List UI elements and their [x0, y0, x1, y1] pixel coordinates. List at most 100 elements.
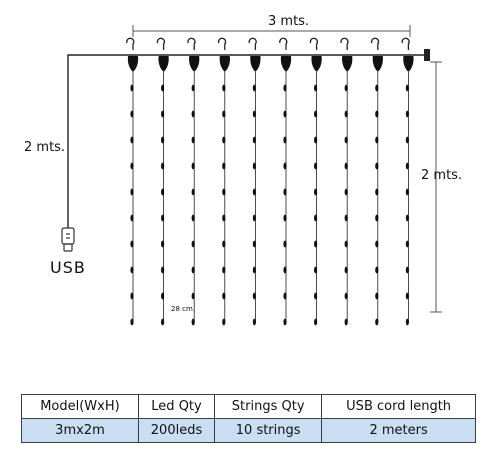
led-bulb	[222, 110, 226, 118]
clip-icon	[219, 56, 230, 72]
led-bulb	[222, 162, 226, 170]
led-bulb	[283, 110, 287, 118]
led-bulb	[130, 110, 134, 118]
led-bulb	[344, 266, 348, 274]
led-bulb	[283, 84, 287, 92]
led-bulb	[130, 84, 134, 92]
led-bulb	[344, 110, 348, 118]
led-bulb	[283, 240, 287, 248]
clip-icon	[189, 56, 200, 72]
hook-icon	[217, 37, 227, 50]
led-bulb	[252, 136, 256, 144]
light-strings	[126, 37, 414, 326]
led-bulb	[130, 188, 134, 196]
led-bulb	[191, 292, 195, 300]
value-model: 3mx2m	[21, 418, 139, 443]
led-bulb	[283, 318, 287, 326]
led-bulb	[191, 162, 195, 170]
led-bulb	[191, 266, 195, 274]
led-bulb	[375, 266, 379, 274]
led-bulb	[191, 240, 195, 248]
spacing-label: 28 cm.	[171, 305, 196, 313]
hook-icon	[401, 37, 410, 50]
light-string	[309, 37, 322, 326]
led-bulb	[222, 136, 226, 144]
led-bulb	[344, 214, 348, 222]
light-string	[187, 37, 200, 326]
led-bulb	[375, 84, 379, 92]
hook-icon	[156, 37, 165, 50]
led-bulb	[161, 188, 165, 196]
led-bulb	[252, 110, 256, 118]
led-bulb	[161, 136, 165, 144]
led-bulb	[252, 240, 256, 248]
value-strings-qty: 10 strings	[214, 418, 323, 443]
led-bulb	[314, 292, 318, 300]
led-bulb	[314, 162, 318, 170]
led-bulb	[130, 240, 134, 248]
led-bulb	[283, 136, 287, 144]
led-bulb	[375, 240, 379, 248]
header-model: Model(WxH)	[21, 394, 139, 419]
led-bulb	[344, 84, 348, 92]
led-bulb	[130, 162, 134, 170]
led-bulb	[283, 266, 287, 274]
led-bulb	[314, 240, 318, 248]
light-string	[217, 37, 230, 326]
led-bulb	[283, 214, 287, 222]
light-string	[401, 37, 414, 326]
usb-label: USB	[50, 258, 86, 277]
led-bulb	[283, 188, 287, 196]
led-bulb	[222, 188, 226, 196]
clip-icon	[158, 56, 169, 72]
led-bulb	[161, 240, 165, 248]
header-usb-cord-length: USB cord length	[321, 394, 476, 419]
led-bulb	[191, 110, 195, 118]
led-bulb	[405, 214, 409, 222]
led-bulb	[130, 266, 134, 274]
led-bulb	[161, 162, 165, 170]
clip-icon	[372, 56, 383, 72]
led-bulb	[191, 136, 195, 144]
hook-icon	[309, 37, 318, 50]
led-bulb	[314, 266, 318, 274]
led-bulb	[130, 136, 134, 144]
led-bulb	[314, 84, 318, 92]
spec-header-row: Model(WxH) Led Qty Strings Qty USB cord …	[21, 394, 476, 419]
value-usb-cord-length: 2 meters	[321, 418, 476, 443]
led-bulb	[344, 240, 348, 248]
led-bulb	[191, 214, 195, 222]
usb-plug-icon	[61, 227, 75, 252]
led-bulb	[252, 162, 256, 170]
led-bulb	[130, 318, 134, 326]
led-bulb	[314, 214, 318, 222]
led-bulb	[130, 214, 134, 222]
curtain-light-diagram: 3 mts. 2 mts. 2 mts. USB 28 cm.	[24, 14, 462, 326]
light-string	[370, 37, 383, 326]
led-bulb	[375, 318, 379, 326]
led-bulb	[405, 110, 409, 118]
diagram-drawing	[61, 25, 442, 326]
hook-icon	[279, 37, 288, 50]
led-bulb	[375, 136, 379, 144]
led-bulb	[161, 292, 165, 300]
light-string	[156, 37, 169, 326]
hook-icon	[340, 37, 349, 50]
led-bulb	[252, 84, 256, 92]
led-bulb	[191, 318, 195, 326]
clip-icon	[311, 56, 322, 72]
spec-table: Model(WxH) Led Qty Strings Qty USB cord …	[21, 394, 476, 443]
led-bulb	[130, 292, 134, 300]
header-led-qty: Led Qty	[137, 394, 216, 419]
led-bulb	[283, 292, 287, 300]
led-bulb	[252, 292, 256, 300]
led-bulb	[405, 188, 409, 196]
led-bulb	[222, 240, 226, 248]
hook-icon	[370, 37, 380, 50]
led-bulb	[222, 318, 226, 326]
end-cap	[424, 49, 430, 61]
led-bulb	[314, 136, 318, 144]
led-bulb	[405, 162, 409, 170]
led-bulb	[344, 318, 348, 326]
led-bulb	[344, 188, 348, 196]
